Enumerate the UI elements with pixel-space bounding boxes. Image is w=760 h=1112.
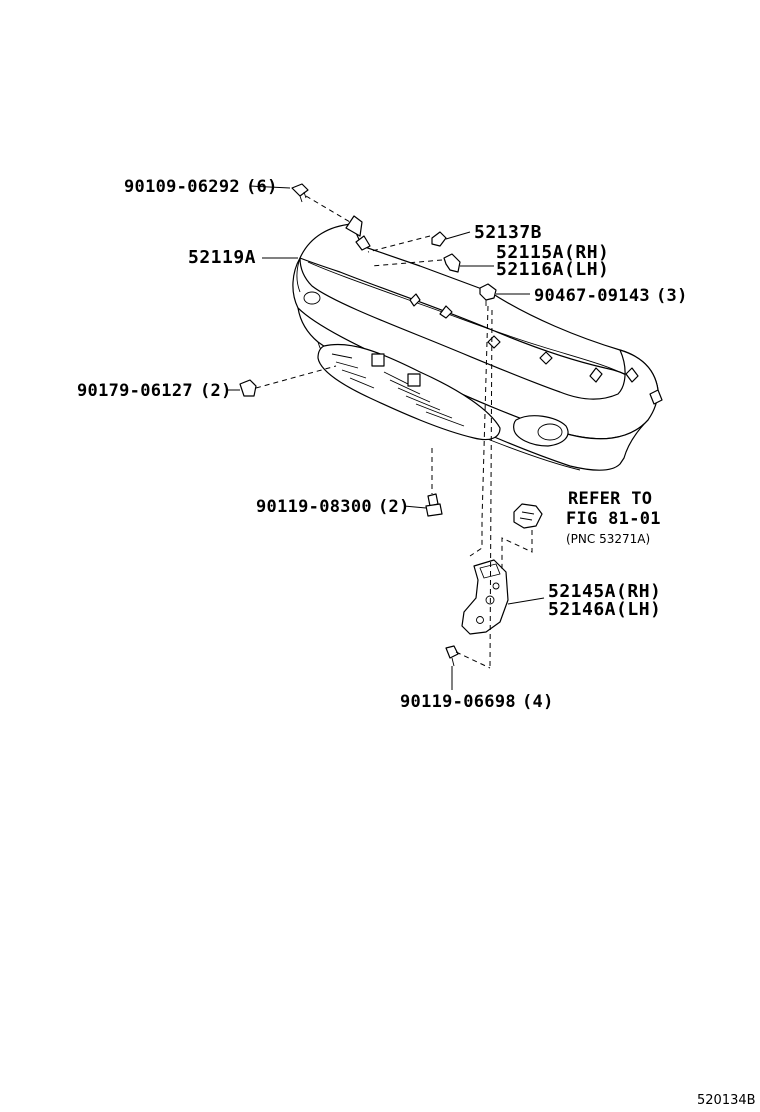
reinforcement-bracket-icon: [461, 559, 509, 635]
screw-icon: [291, 183, 309, 203]
retainer-icon: [431, 231, 447, 247]
part-retainer-number: 52137B: [474, 222, 542, 243]
diagram-code: 520134B: [697, 1093, 756, 1108]
part-clip-qty: (3): [656, 286, 688, 306]
refer-line1: REFER TO: [568, 489, 652, 509]
bracket-clip-icon: [443, 253, 461, 273]
bumper-cover-drawing: [292, 215, 663, 471]
leader-lines: [228, 185, 545, 690]
part-bolt-bracket-qty: (4): [522, 692, 554, 712]
part-bracket-lh-number: 52116A(LH): [496, 259, 609, 280]
part-bumper-cover-number: 52119A: [188, 247, 256, 268]
refer-line2: FIG 81-01: [566, 509, 661, 529]
part-nut-number: 90179-06127: [77, 381, 193, 401]
part-bolt-lower-number: 90119-08300: [256, 497, 372, 517]
part-reinforcement-lh-number: 52146A(LH): [548, 599, 661, 620]
nut-icon: [239, 379, 257, 397]
part-nut-qty: (2): [200, 381, 232, 401]
part-screw-top-number: 90109-06292: [124, 177, 240, 197]
bracket-bolt-icon: [445, 645, 459, 667]
part-bolt-lower-qty: (2): [378, 497, 410, 517]
part-screw-top-qty: (6): [246, 177, 278, 197]
lamp-bracket-icon: [513, 503, 543, 529]
refer-pnc: (PNC 53271A): [566, 532, 650, 546]
part-bracket-rh-number: 52115A(RH): [496, 242, 609, 263]
part-clip-number: 90467-09143: [534, 286, 650, 306]
clip-icon: [479, 283, 497, 306]
part-reinforcement-rh-number: 52145A(RH): [548, 581, 661, 602]
part-bolt-bracket-number: 90119-06698: [400, 692, 516, 712]
bolt-icon: [425, 493, 443, 517]
